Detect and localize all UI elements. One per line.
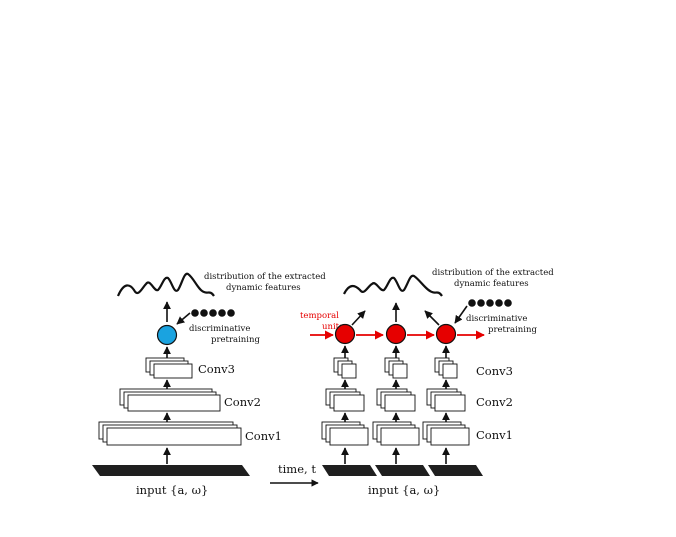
left-conv2-stack: [119, 388, 221, 412]
right-input-label: input {a, ω}: [368, 483, 440, 497]
right-conv2-label: Conv2: [476, 395, 513, 409]
temporal-unit-3: [435, 323, 457, 345]
col1-conv3-stack: [333, 357, 357, 379]
right-conv1-label: Conv1: [476, 428, 513, 442]
time-axis-label: time, t: [278, 462, 316, 476]
left-input-label: input {a, ω}: [136, 483, 208, 497]
temporal-unit-2: [385, 323, 407, 345]
column-2: [372, 345, 430, 476]
left-conv3-stack: [145, 357, 193, 379]
col1-input-slab: [322, 465, 377, 476]
unit3-output-arrow: [424, 310, 440, 326]
col1-conv2-stack: [325, 388, 365, 412]
right-pretrain-arrow: [454, 305, 468, 324]
left-conv1-label: Conv1: [245, 429, 282, 443]
left-input-slab: [92, 465, 250, 476]
left-conv2-label: Conv2: [224, 395, 261, 409]
col3-conv2-stack: [426, 388, 466, 412]
col3-conv1-stack: [422, 421, 470, 446]
col2-conv3-stack: [384, 357, 408, 379]
col2-input-slab: [375, 465, 430, 476]
left-pretrain-dots: [191, 309, 235, 317]
unit1-output-arrow: [351, 310, 366, 326]
col2-conv1-stack: [372, 421, 420, 446]
col2-conv2-stack: [376, 388, 416, 412]
right-pretrain-dots: [468, 299, 512, 307]
left-static-unit: [156, 324, 178, 346]
col3-input-slab: [428, 465, 483, 476]
column-3: [422, 345, 483, 476]
left-conv3-label: Conv3: [198, 362, 235, 376]
column-1: [321, 345, 377, 476]
left-conv1-stack: [98, 421, 242, 446]
left-distribution-curve: [116, 272, 215, 297]
col3-conv3-stack: [434, 357, 458, 379]
right-distribution-curve: [343, 274, 443, 297]
right-conv3-label: Conv3: [476, 364, 513, 378]
time-axis: time, t: [270, 462, 319, 487]
temporal-unit-1: [334, 323, 356, 345]
col1-conv1-stack: [321, 421, 369, 446]
left-pretrain-arrow: [176, 312, 191, 325]
